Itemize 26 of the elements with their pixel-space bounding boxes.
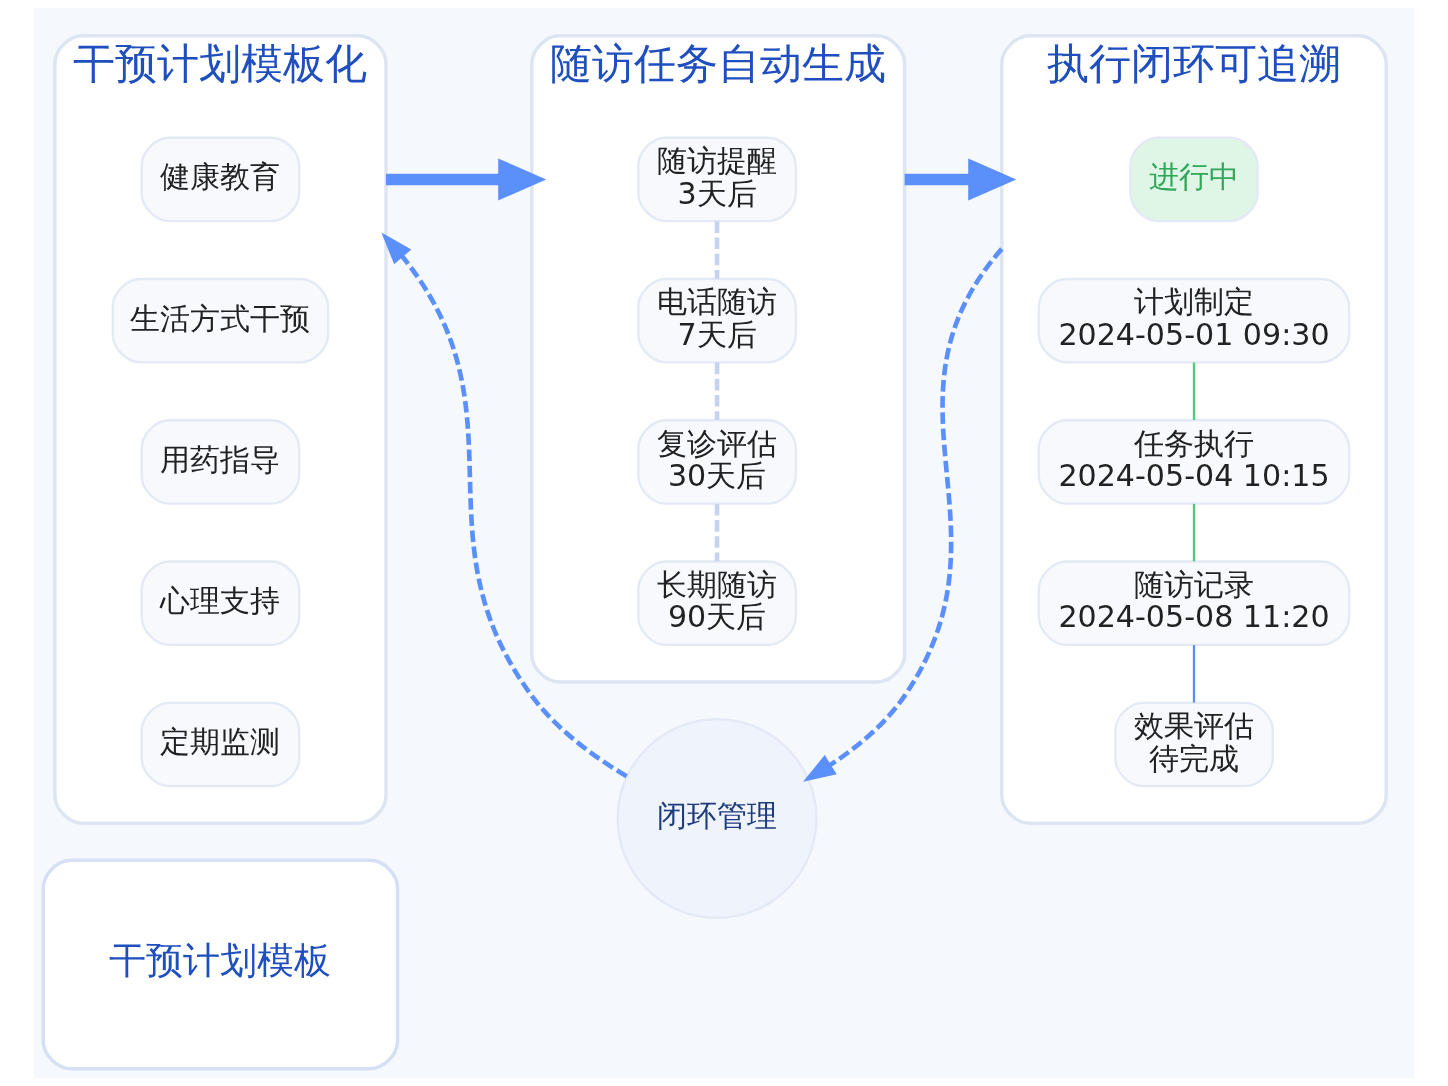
node-box: 电话随访 7天后 (637, 277, 797, 364)
node-box: 随访记录 2024-05-08 11:20 (1037, 560, 1351, 647)
connector (714, 503, 720, 562)
node-box: 生活方式干预 (111, 277, 330, 364)
node-box: 计划制定 2024-05-01 09:30 (1037, 277, 1351, 364)
node-box: 任务执行 2024-05-04 10:15 (1037, 419, 1351, 505)
arrow (803, 247, 1004, 782)
node-box: 复诊评估 30天后 (637, 419, 797, 505)
node-box: 进行中 (1129, 136, 1259, 223)
arrow (904, 158, 1017, 201)
node-box: 定期监测 (140, 701, 301, 788)
node-circle: 闭环管理 (616, 718, 818, 920)
node-box: 心理支持 (140, 560, 301, 647)
connector (1192, 645, 1196, 703)
node-box: 长期随访 90天后 (637, 560, 797, 647)
node-box: 随访提醒 3天后 (637, 136, 797, 223)
connector (1192, 503, 1196, 562)
connector (714, 362, 720, 420)
node-box: 效果评估 待完成 (1114, 701, 1274, 788)
arrow (386, 158, 547, 201)
connector (1192, 362, 1196, 420)
arrow (381, 232, 628, 779)
connector (714, 221, 720, 279)
node-box: 干预计划模板 (41, 858, 400, 1071)
node-box: 健康教育 (140, 136, 301, 223)
node-box: 用药指导 (140, 419, 301, 505)
